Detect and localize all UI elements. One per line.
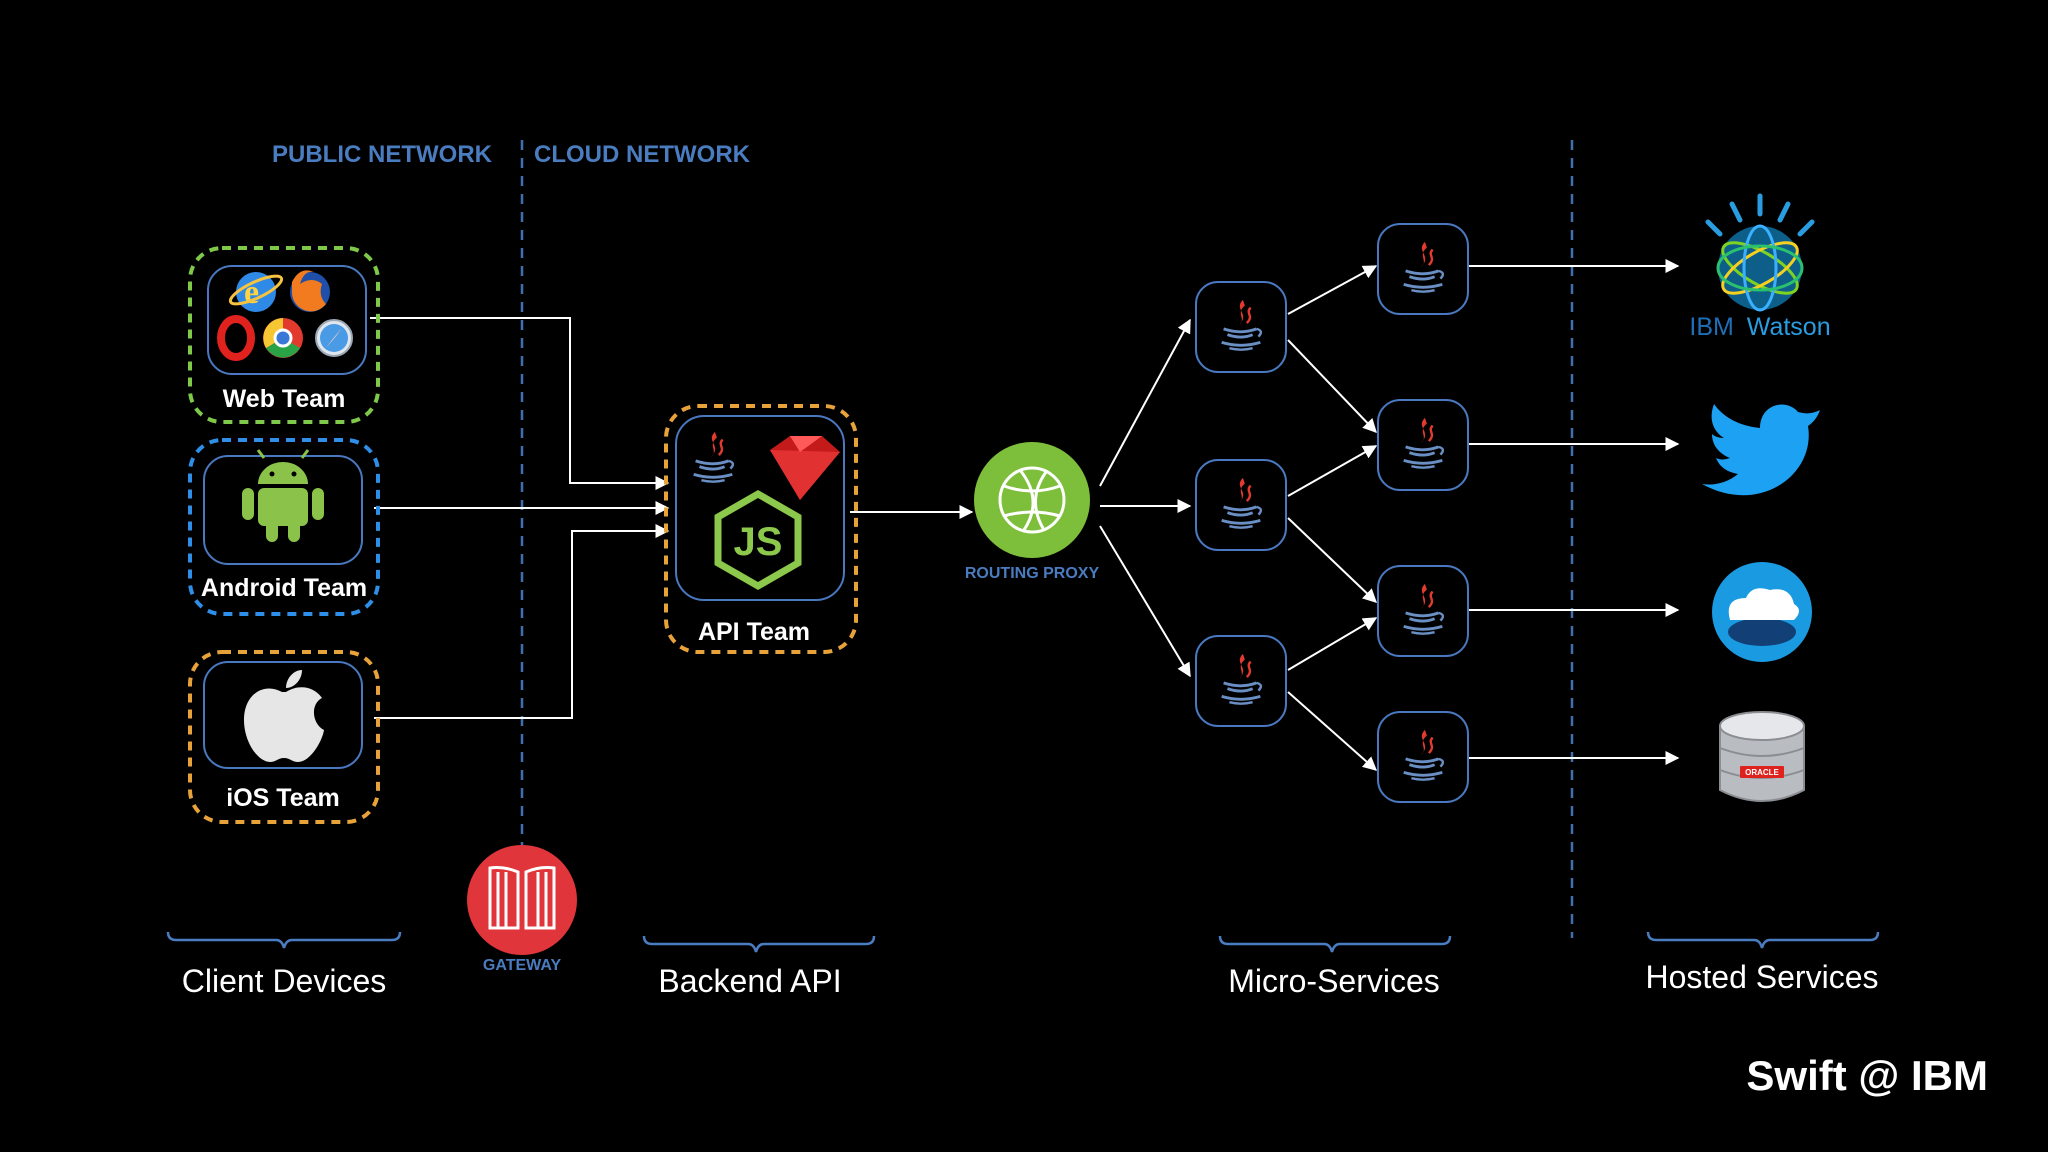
microservice-card xyxy=(1377,565,1469,657)
oracle-label: ORACLE xyxy=(1745,768,1779,777)
microservice-node[interactable] xyxy=(1195,281,1287,373)
ruby-icon xyxy=(770,436,840,500)
opera-icon xyxy=(217,315,255,361)
ibm-watson-icon[interactable]: IBM Watson xyxy=(1689,193,1831,341)
oracle-database-icon[interactable]: ORACLE xyxy=(1719,711,1805,802)
microservice-card xyxy=(1377,711,1469,803)
internet-explorer-icon: e xyxy=(228,272,284,312)
ios-team-border xyxy=(188,650,380,824)
microservice-card xyxy=(1195,281,1287,373)
microservice-card xyxy=(1377,399,1469,491)
micro-services-label: Micro-Services xyxy=(1228,963,1440,999)
web-team-border xyxy=(188,246,380,424)
safari-icon xyxy=(315,319,353,357)
microservice-card xyxy=(1377,223,1469,315)
android-robot-icon xyxy=(242,449,324,542)
routing-proxy-label: ROUTING PROXY xyxy=(965,565,1100,582)
watson-name-label: Watson xyxy=(1747,313,1831,341)
api-team-group[interactable]: JS API Team xyxy=(664,404,858,654)
svg-text:JS: JS xyxy=(734,520,783,564)
microservice-node[interactable] xyxy=(1377,565,1469,657)
ios-team-label: iOS Team xyxy=(226,784,339,812)
api-team-border xyxy=(664,404,858,654)
chrome-icon xyxy=(263,318,303,358)
api-team-label: API Team xyxy=(698,618,810,646)
svg-text:IBM Watson: IBM Watson xyxy=(1689,313,1830,341)
globe-icon xyxy=(998,466,1066,534)
android-team-border xyxy=(188,438,380,616)
brand-label: Swift @ IBM xyxy=(1746,1052,1988,1099)
backend-api-label: Backend API xyxy=(658,963,841,999)
apple-logo-icon xyxy=(244,670,324,762)
hosted-services-label: Hosted Services xyxy=(1646,959,1879,995)
microservice-node[interactable] xyxy=(1377,399,1469,491)
gate-icon xyxy=(488,866,556,930)
section-braces xyxy=(166,931,1880,953)
gateway-circle xyxy=(467,845,577,955)
gateway-node[interactable]: GATEWAY xyxy=(467,845,577,974)
microservice-node[interactable] xyxy=(1195,459,1287,551)
cloud-network-label: CLOUD NETWORK xyxy=(534,141,751,168)
client-connectors xyxy=(370,317,974,719)
android-team-label: Android Team xyxy=(201,574,367,602)
microservice-node[interactable] xyxy=(1377,711,1469,803)
microservice-node[interactable] xyxy=(1377,223,1469,315)
service-connectors xyxy=(1099,259,1680,771)
cloud-storage-icon[interactable] xyxy=(1712,562,1812,662)
public-network-label: PUBLIC NETWORK xyxy=(272,141,493,168)
android-team-group[interactable]: Android Team xyxy=(188,438,380,616)
client-devices-label: Client Devices xyxy=(182,963,387,999)
ios-team-group[interactable]: iOS Team xyxy=(188,650,380,824)
web-team-label: Web Team xyxy=(223,385,346,413)
gateway-label: GATEWAY xyxy=(483,957,562,974)
watson-ibm-label: IBM xyxy=(1689,313,1733,341)
microservice-card xyxy=(1195,459,1287,551)
firefox-icon xyxy=(290,270,330,312)
twitter-bird-icon[interactable] xyxy=(1702,404,1820,496)
routing-proxy-node[interactable]: ROUTING PROXY xyxy=(965,442,1100,582)
microservice-card xyxy=(1195,635,1287,727)
nodejs-icon: JS xyxy=(714,489,802,591)
microservice-node[interactable] xyxy=(1195,635,1287,727)
web-team-group[interactable]: e Web Team xyxy=(188,246,380,424)
